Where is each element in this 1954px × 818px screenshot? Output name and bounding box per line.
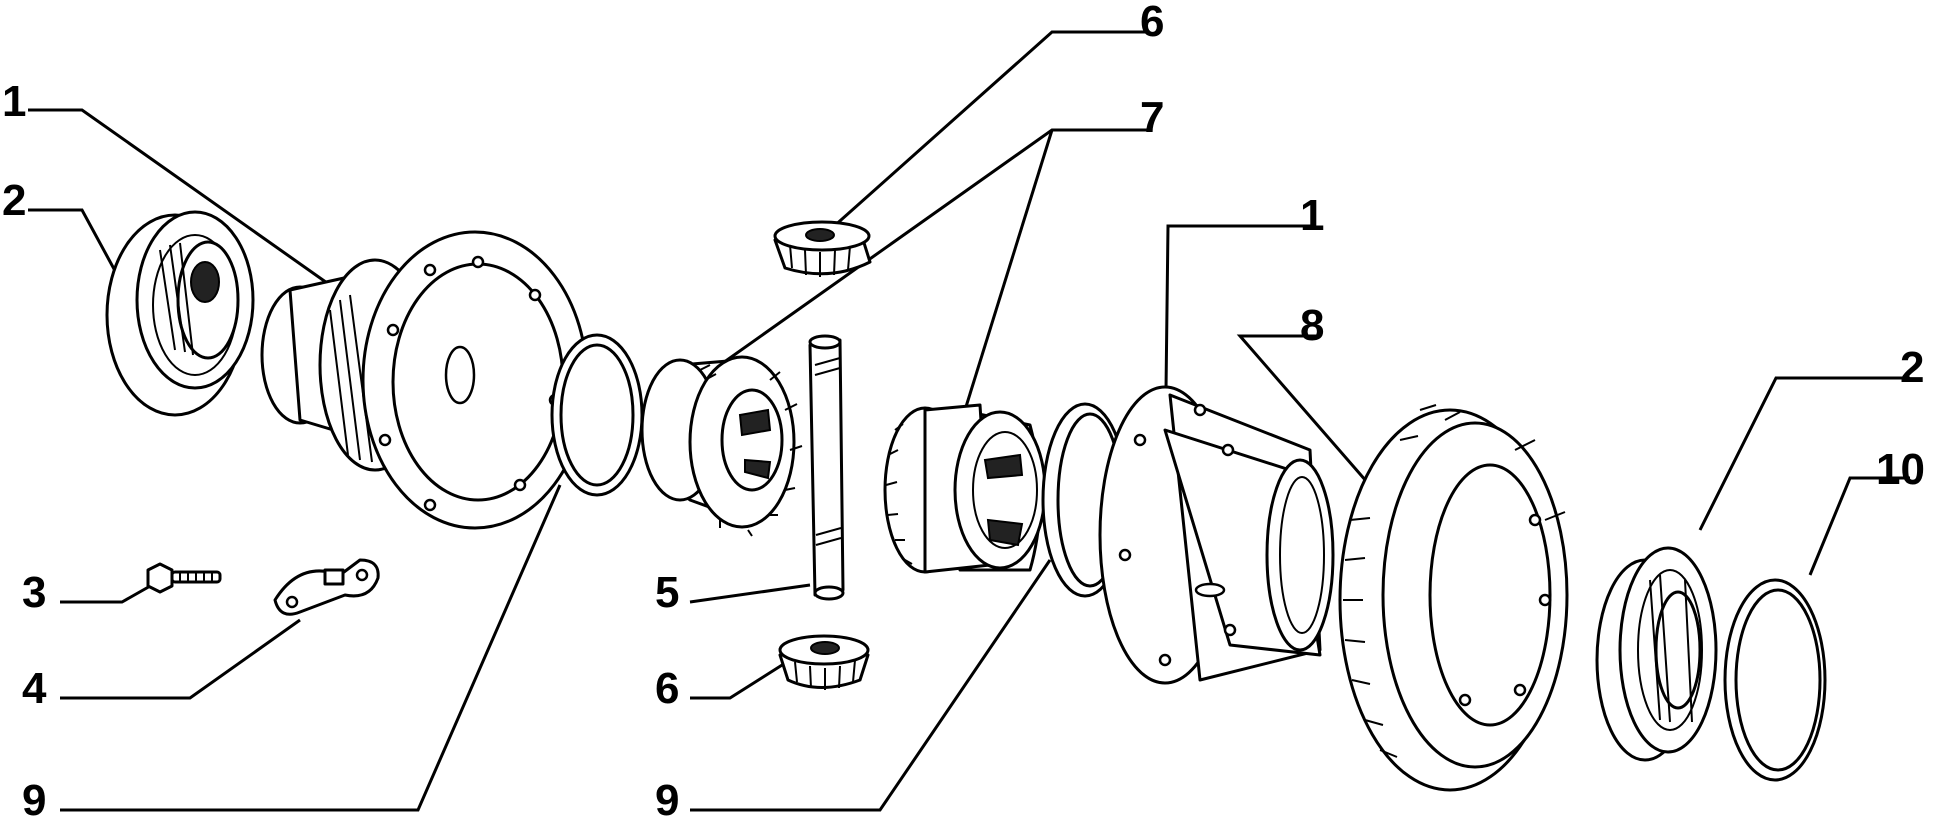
shim-ring-left: [550, 333, 644, 497]
callout-6-gear-top: 6: [1140, 0, 1164, 46]
callout-2-bearing-left: 2: [2, 176, 26, 225]
callout-9-shim-left: 9: [22, 776, 46, 818]
side-gear-right: [883, 403, 1047, 574]
callout-5-pinion-shaft: 5: [655, 568, 679, 617]
differential-housing-right: [1098, 385, 1335, 685]
callout-7-side-gears: 7: [1140, 93, 1164, 142]
bolt: [146, 562, 222, 594]
callout-1-housing-right: 1: [1300, 191, 1324, 240]
bearing-right: [1595, 546, 1718, 762]
callout-9-shim-right: 9: [655, 776, 679, 818]
leader-lines: [28, 30, 1910, 812]
callout-6-gear-bottom: 6: [655, 664, 679, 713]
callout-2-bearing-right: 2: [1900, 343, 1924, 392]
callout-1-housing-left: 1: [2, 77, 26, 126]
callout-4-lock-plate: 4: [22, 664, 47, 713]
ring-gear: [1338, 404, 1569, 792]
differential-housing-left: [260, 230, 589, 530]
planet-gear-top: [773, 220, 872, 277]
lock-plate: [273, 558, 380, 616]
planet-gear-bottom: [778, 634, 870, 690]
pinion-shaft: [808, 334, 845, 601]
callout-8-ring-gear: 8: [1300, 301, 1324, 350]
side-gear-left: [640, 355, 803, 537]
bearing-left: [105, 210, 255, 417]
thrust-ring: [1723, 578, 1827, 782]
callout-3-bolt: 3: [22, 568, 46, 617]
callout-10-thrust-ring: 10: [1876, 445, 1925, 494]
